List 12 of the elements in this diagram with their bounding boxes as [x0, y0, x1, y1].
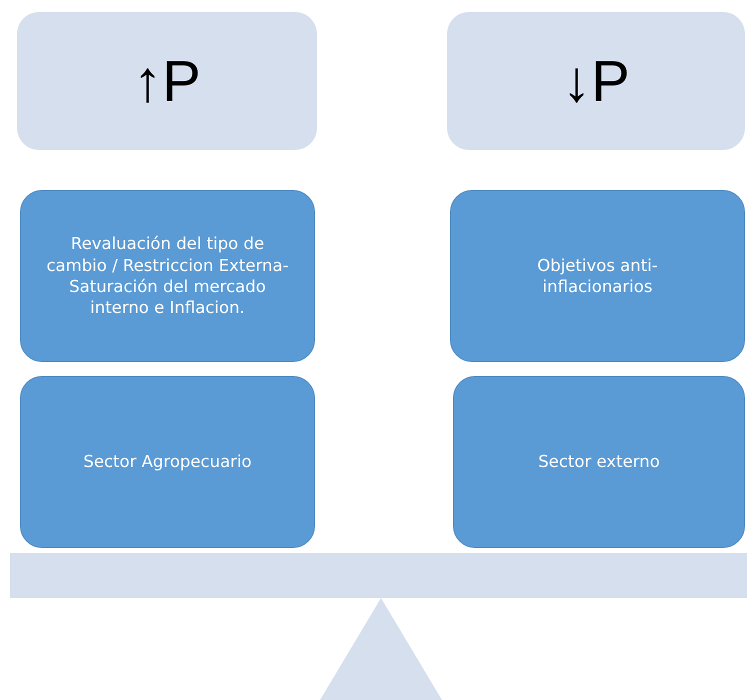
price-box — [447, 12, 745, 150]
factor-text: Sector externo — [538, 451, 660, 473]
price-box — [17, 12, 317, 150]
factor-text: Sector Agropecuario — [83, 451, 252, 473]
price-direction-label: ↓P — [562, 48, 630, 114]
factor-box — [20, 376, 315, 548]
price-direction-label: ↑P — [133, 48, 201, 114]
factor-text: Objetivos anti-inflacionarios — [536, 254, 659, 298]
factor-box — [20, 190, 315, 362]
factor-box — [453, 376, 745, 548]
factor-box — [450, 190, 745, 362]
factor-text: Revaluación del tipo de cambio / Restriccion Externa- Saturación del mercado interno e Inflacion. — [45, 233, 290, 319]
